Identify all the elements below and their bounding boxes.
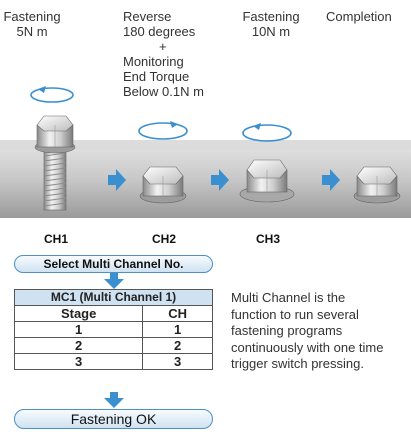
bolt-4-icon xyxy=(353,166,401,204)
down-arrow-1-icon xyxy=(104,273,124,289)
conveyor-band xyxy=(0,140,411,218)
step-2-line-6: Below 0.1N m xyxy=(123,84,204,99)
description-line-4: continuously with one time xyxy=(231,339,384,355)
table-row: 2 2 xyxy=(13,337,213,354)
rotation-arrow-1 xyxy=(30,86,74,103)
description-line-5: trigger switch pressing. xyxy=(231,356,364,371)
table-title: MC1 (Multi Channel 1) xyxy=(14,289,213,306)
table-cell-stage: 3 xyxy=(13,353,144,370)
step-3-label: Fastening 10N m xyxy=(236,9,306,39)
channel-label-3: CH3 xyxy=(255,232,280,246)
description-line-1: Multi Channel is the xyxy=(231,290,346,305)
step-1-line-2: 5N m xyxy=(16,24,48,39)
table-cell-ch: 3 xyxy=(142,353,213,370)
table-cell-ch: 1 xyxy=(142,321,213,338)
table-row: 3 3 xyxy=(13,353,213,370)
step-1-label: Fastening 5N m xyxy=(1,9,63,39)
table-cell-stage: 2 xyxy=(13,337,144,354)
bolt-2-icon xyxy=(139,166,187,204)
description-line-3: fastening programs xyxy=(231,323,343,338)
fastening-illustration xyxy=(0,86,411,218)
flow-arrow-3-icon xyxy=(322,169,340,191)
multi-channel-table: MC1 (Multi Channel 1) Stage CH 1 1 2 2 3… xyxy=(13,289,213,370)
fastening-ok-box: Fastening OK xyxy=(14,409,213,429)
bolt-1-icon xyxy=(34,115,76,211)
rotation-arrow-3 xyxy=(242,123,292,142)
description-text: Multi Channel is the function to run sev… xyxy=(231,290,411,373)
flow-arrow-2-icon xyxy=(211,169,229,191)
step-3-line-2: 10N m xyxy=(251,24,291,39)
step-2-line-3: + xyxy=(159,39,167,54)
channel-label-1: CH1 xyxy=(43,232,68,246)
table-header-stage: Stage xyxy=(13,305,144,322)
table-cell-ch: 2 xyxy=(142,337,213,354)
fastening-ok-label: Fastening OK xyxy=(70,411,157,427)
step-2-label: Reverse 180 degrees + Monitoring End Tor… xyxy=(123,9,218,99)
step-2-line-5: End Torque xyxy=(123,69,190,84)
step-2-line-4: Monitoring xyxy=(123,54,184,69)
down-arrow-2-icon xyxy=(104,392,124,408)
step-4-line-1: Completion xyxy=(326,9,392,24)
flow-arrow-1-icon xyxy=(108,169,126,191)
bolt-3-icon xyxy=(239,159,295,203)
rotation-arrow-2 xyxy=(138,121,188,140)
channel-label-2: CH2 xyxy=(151,232,176,246)
step-1-line-1: Fastening xyxy=(3,9,61,24)
select-multi-channel-label: Select Multi Channel No. xyxy=(43,257,184,271)
table-cell-stage: 1 xyxy=(13,321,144,338)
step-3-line-1: Fastening xyxy=(242,9,300,24)
step-2-line-1: Reverse xyxy=(123,9,172,24)
table-row: 1 1 xyxy=(13,321,213,338)
table-header-ch: CH xyxy=(142,305,213,322)
description-line-2: function to run several xyxy=(231,306,359,322)
step-2-line-2: 180 degrees xyxy=(123,24,196,39)
select-multi-channel-box: Select Multi Channel No. xyxy=(14,255,213,273)
step-4-label: Completion xyxy=(326,9,411,24)
